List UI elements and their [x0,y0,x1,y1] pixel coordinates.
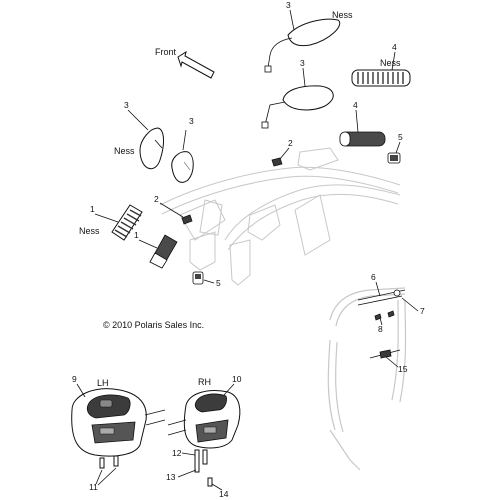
callout-5: 5 [398,132,403,142]
callout-3: 3 [189,116,194,126]
callout-line [375,281,381,297]
grip-ness-right [351,69,411,87]
bar-end-left [192,271,204,285]
mirror-ness-right [264,18,341,73]
callout-1: 1 [90,204,95,214]
cable-tie [369,349,401,359]
mirror-right [261,85,334,129]
callout-line [138,239,158,249]
mirror-left [171,129,194,183]
grip-ness-left [111,204,143,241]
switch-housing-lh [71,388,166,469]
callout-7: 7 [420,306,425,316]
ness-label: Ness [332,10,353,20]
callout-line [95,469,103,485]
callout-13: 13 [166,472,176,482]
callout-line [289,9,295,31]
mirror-ness-left [139,127,164,170]
callout-14: 14 [219,489,229,499]
ness-label: Ness [79,226,100,236]
callout-line [391,51,396,71]
callout-11: 11 [89,482,98,492]
callout-4: 4 [353,100,358,110]
callout-line [401,297,419,312]
callout-line [385,356,399,368]
copyright-text: © 2010 Polaris Sales Inc. [103,320,204,330]
bar-end-right [387,152,401,164]
callout-line [211,483,223,491]
callout-line [127,109,149,131]
callout-line [379,317,383,326]
callout-line [279,147,290,160]
callout-6: 6 [371,272,376,282]
switch-housing-rh [167,390,241,487]
callout-line [203,279,215,284]
handlebar-ghost [159,147,401,286]
callout-line [355,109,359,133]
callout-line [94,213,119,223]
screw-left [181,214,193,225]
callout-line [302,67,306,87]
callout-10: 10 [232,374,242,384]
callout-5: 5 [216,278,221,288]
callout-15: 15 [398,364,408,374]
callout-line [395,141,401,154]
front-arrow [177,50,215,79]
grip-right [339,131,386,147]
cable-ghost [327,287,407,471]
callout-line [181,452,196,456]
front-label: Front [155,47,177,57]
ness-label: Ness [114,146,135,156]
side-label-lh: LH [97,378,109,388]
grip-left [149,234,178,269]
callout-line [177,469,197,478]
callout-line [97,467,117,486]
callout-2: 2 [154,194,159,204]
ness-label: Ness [380,58,401,68]
callout-4: 4 [392,42,397,52]
callout-3: 3 [286,0,291,10]
callout-9: 9 [72,374,77,384]
screw-right [271,157,283,167]
callout-line [76,383,86,398]
side-label-rh: RH [198,377,211,387]
callout-8: 8 [378,324,383,334]
callout-2: 2 [288,138,293,148]
callout-3: 3 [124,100,129,110]
cable-clips [357,289,406,321]
callout-line [159,202,184,218]
callout-line [223,383,235,396]
callout-3: 3 [300,58,305,68]
callout-1: 1 [134,230,139,240]
callout-12: 12 [172,448,182,458]
